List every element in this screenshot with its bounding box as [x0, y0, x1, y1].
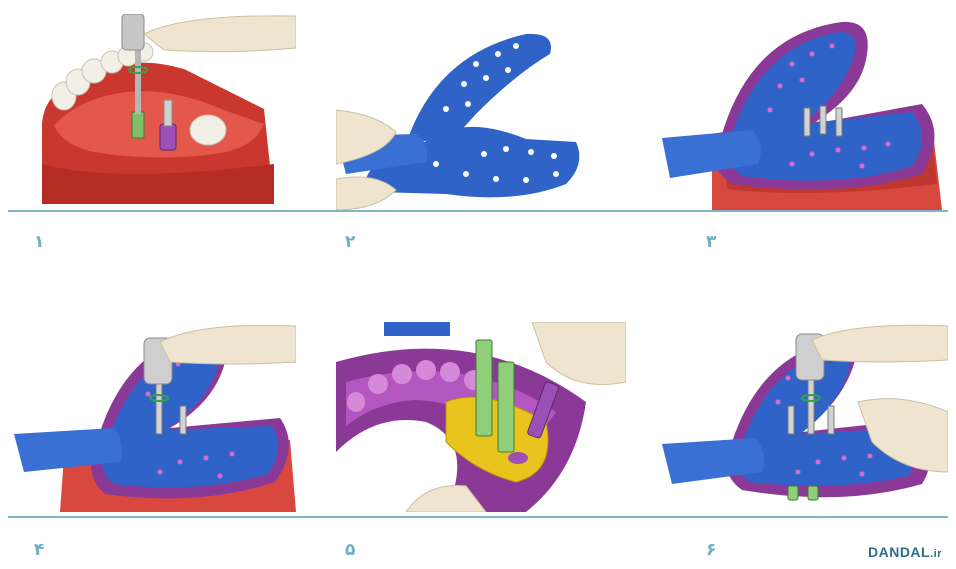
step-5-illustration [336, 322, 626, 512]
watermark-main: DANDAL [868, 544, 930, 560]
step-number-6: ۶ [706, 540, 716, 560]
step-2-illustration [336, 14, 598, 210]
step-1-illustration [34, 14, 296, 210]
watermark-suffix: .ir [930, 548, 942, 560]
step-number-2: ۲ [345, 232, 355, 252]
step-6-illustration [662, 322, 948, 512]
step-3-illustration [662, 14, 946, 210]
step-number-3: ۳ [706, 232, 716, 252]
step-number-5: ۵ [345, 540, 355, 560]
row-divider-top [8, 210, 948, 212]
dandal-watermark: DANDAL.ir [868, 544, 942, 560]
row-divider-bottom [8, 516, 948, 518]
step-4-illustration [10, 322, 296, 512]
step-number-1: ۱ [34, 232, 44, 252]
step-number-4: ۴ [34, 540, 44, 560]
